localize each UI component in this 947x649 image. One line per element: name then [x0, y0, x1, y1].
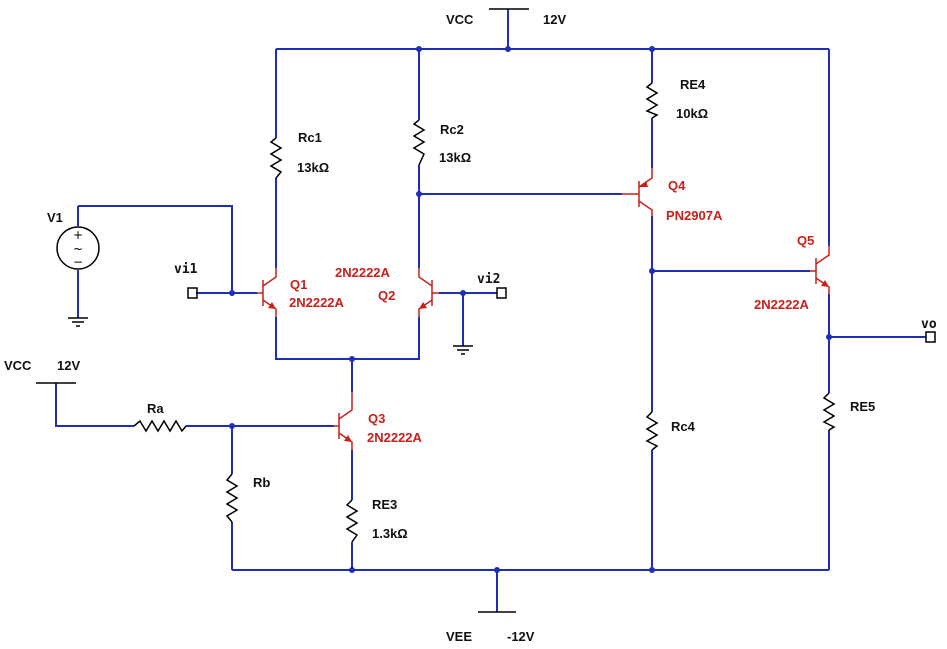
resistor-re5[interactable]: RE5: [822, 392, 875, 431]
vcc-left-label: VCC: [4, 358, 32, 373]
rc2-value: 13kΩ: [439, 150, 471, 165]
vee-label: VEE: [446, 629, 472, 644]
vcc-top-label: VCC: [446, 12, 474, 27]
port-vi1-label: vi1: [174, 262, 198, 277]
vee-supply: VEE -12V: [446, 611, 535, 644]
transistor-q3[interactable]: Q3 2N2222A: [334, 392, 423, 450]
source-plus: +: [73, 228, 83, 242]
transistor-q5[interactable]: Q5 2N2222A: [754, 233, 830, 312]
re5-name: RE5: [850, 399, 875, 414]
q3-name: Q3: [368, 411, 385, 426]
resistor-re3[interactable]: RE3 1.3kΩ: [345, 497, 408, 543]
q5-model: 2N2222A: [754, 297, 810, 312]
vcc-left-value: 12V: [57, 358, 80, 373]
source-wave-icon: ~: [73, 242, 83, 256]
q2-name: Q2: [378, 288, 395, 303]
rc1-name: Rc1: [298, 130, 322, 145]
q5-name: Q5: [797, 233, 814, 248]
re4-name: RE4: [680, 77, 706, 92]
voltage-source-v1[interactable]: + ~ − V1: [47, 210, 100, 270]
q1-name: Q1: [290, 277, 307, 292]
resistor-re4[interactable]: RE4 10kΩ: [645, 77, 708, 121]
q3-model: 2N2222A: [367, 430, 423, 445]
q4-model: PN2907A: [666, 208, 723, 223]
re4-value: 10kΩ: [676, 106, 708, 121]
vcc-top-supply: VCC 12V: [446, 8, 566, 27]
wires: [55, 9, 926, 612]
ground-icon: [453, 345, 473, 355]
q4-name: Q4: [668, 178, 686, 193]
vcc-left-supply: VCC 12V: [4, 358, 80, 384]
ground-icon: [68, 317, 88, 327]
port-vo[interactable]: vo: [921, 317, 937, 343]
transistor-q4[interactable]: Q4 PN2907A: [622, 168, 723, 223]
rb-name: Rb: [253, 475, 270, 490]
resistor-rb[interactable]: Rb: [225, 473, 270, 523]
resistor-rc2[interactable]: Rc2 13kΩ: [412, 119, 471, 166]
rc4-name: Rc4: [671, 419, 696, 434]
port-vi1[interactable]: vi1: [174, 262, 198, 299]
transistor-q2[interactable]: 2N2222A Q2: [335, 265, 439, 317]
transistor-q1[interactable]: Q1 2N2222A: [257, 268, 345, 317]
port-vi2-label: vi2: [477, 272, 500, 287]
junction-nodes: [229, 46, 832, 573]
vcc-top-value: 12V: [543, 12, 566, 27]
port-vi2[interactable]: vi2: [477, 272, 507, 299]
source-minus: −: [73, 255, 83, 269]
resistor-rc1[interactable]: Rc1 13kΩ: [269, 130, 329, 179]
q2-model: 2N2222A: [335, 265, 391, 280]
port-vo-label: vo: [921, 317, 937, 332]
re3-value: 1.3kΩ: [372, 526, 408, 541]
vee-value: -12V: [507, 629, 535, 644]
re3-name: RE3: [372, 497, 397, 512]
rc2-name: Rc2: [440, 122, 464, 137]
q1-model: 2N2222A: [289, 295, 345, 310]
resistor-ra[interactable]: Ra: [133, 401, 187, 433]
ra-name: Ra: [147, 401, 164, 416]
resistor-rc4[interactable]: Rc4: [645, 411, 696, 451]
rc1-value: 13kΩ: [297, 160, 329, 175]
source-label: V1: [47, 210, 63, 225]
